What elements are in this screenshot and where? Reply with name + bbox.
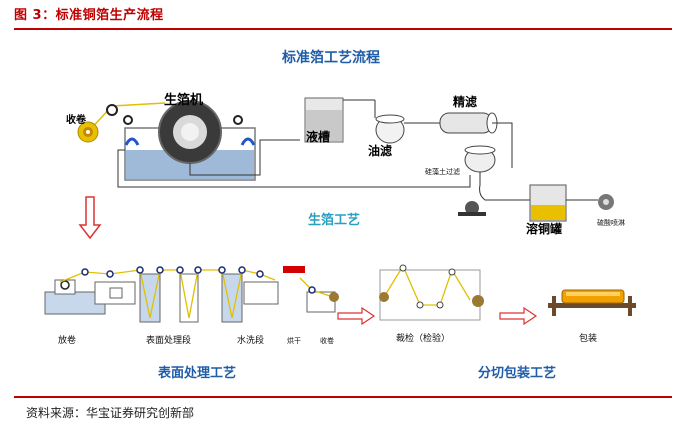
figure-title: 图 3：标准铜箔生产流程 bbox=[14, 8, 164, 23]
packing-stand bbox=[548, 303, 636, 308]
fine-filter bbox=[439, 112, 493, 134]
rewind-coil bbox=[329, 292, 339, 302]
surface-section-label: 表面处理段 bbox=[146, 336, 192, 346]
slit-pack-process-caption: 分切包装工艺 bbox=[478, 366, 557, 381]
inspection-frame bbox=[379, 269, 481, 321]
surface-rollers bbox=[81, 266, 264, 278]
inspection-label: 裁检（检验） bbox=[396, 334, 451, 344]
pump bbox=[465, 201, 479, 215]
drying-label: 烘干 bbox=[287, 337, 301, 345]
dryer bbox=[283, 266, 305, 273]
top-divider bbox=[14, 28, 672, 30]
copper-tank-label: 溶铜罐 bbox=[526, 222, 563, 236]
down-arrow bbox=[78, 196, 102, 240]
arrow-to-inspection bbox=[337, 306, 376, 326]
foil-process-caption: 生箔工艺 bbox=[308, 213, 361, 228]
bottom-divider bbox=[14, 396, 672, 398]
rewind-label: 收卷 bbox=[320, 337, 334, 345]
liquid-tank-label: 液槽 bbox=[306, 130, 331, 144]
fine-filter-label: 精滤 bbox=[453, 95, 478, 109]
surface-foil-path bbox=[59, 269, 276, 319]
packing-roll bbox=[561, 289, 625, 304]
foil-machine-label: 生箔机 bbox=[164, 93, 204, 108]
surface-tank-3 bbox=[221, 273, 243, 323]
inspection-foil-path bbox=[383, 264, 471, 306]
guide-roller bbox=[106, 104, 118, 116]
washing-section-label: 水洗段 bbox=[237, 336, 265, 346]
surface-process-caption: 表面处理工艺 bbox=[158, 366, 237, 381]
surface-tank-1 bbox=[139, 273, 161, 323]
guide-roller-2 bbox=[123, 115, 133, 125]
source-note: 资料来源：华宝证券研究创新部 bbox=[26, 406, 195, 420]
winder-label: 收卷 bbox=[66, 115, 86, 126]
wash-box bbox=[243, 281, 279, 305]
oil-filter-label: 油滤 bbox=[368, 144, 393, 158]
rewind-box bbox=[306, 291, 336, 313]
return-pipe bbox=[117, 149, 471, 188]
diatomite-filter-label: 硅藻土过滤 bbox=[425, 168, 460, 176]
anode-left bbox=[124, 137, 140, 146]
guide-roller-3 bbox=[233, 115, 243, 125]
packing-label: 包装 bbox=[579, 334, 598, 344]
arrow-to-packing bbox=[499, 306, 538, 326]
surface-tank-2 bbox=[179, 273, 199, 323]
unwind-label: 放卷 bbox=[58, 336, 77, 346]
anode-right bbox=[240, 137, 256, 146]
diagram-heading: 标准箔工艺流程 bbox=[282, 50, 380, 66]
sulfuric-acid-label: 硫酸喷淋 bbox=[597, 219, 625, 227]
